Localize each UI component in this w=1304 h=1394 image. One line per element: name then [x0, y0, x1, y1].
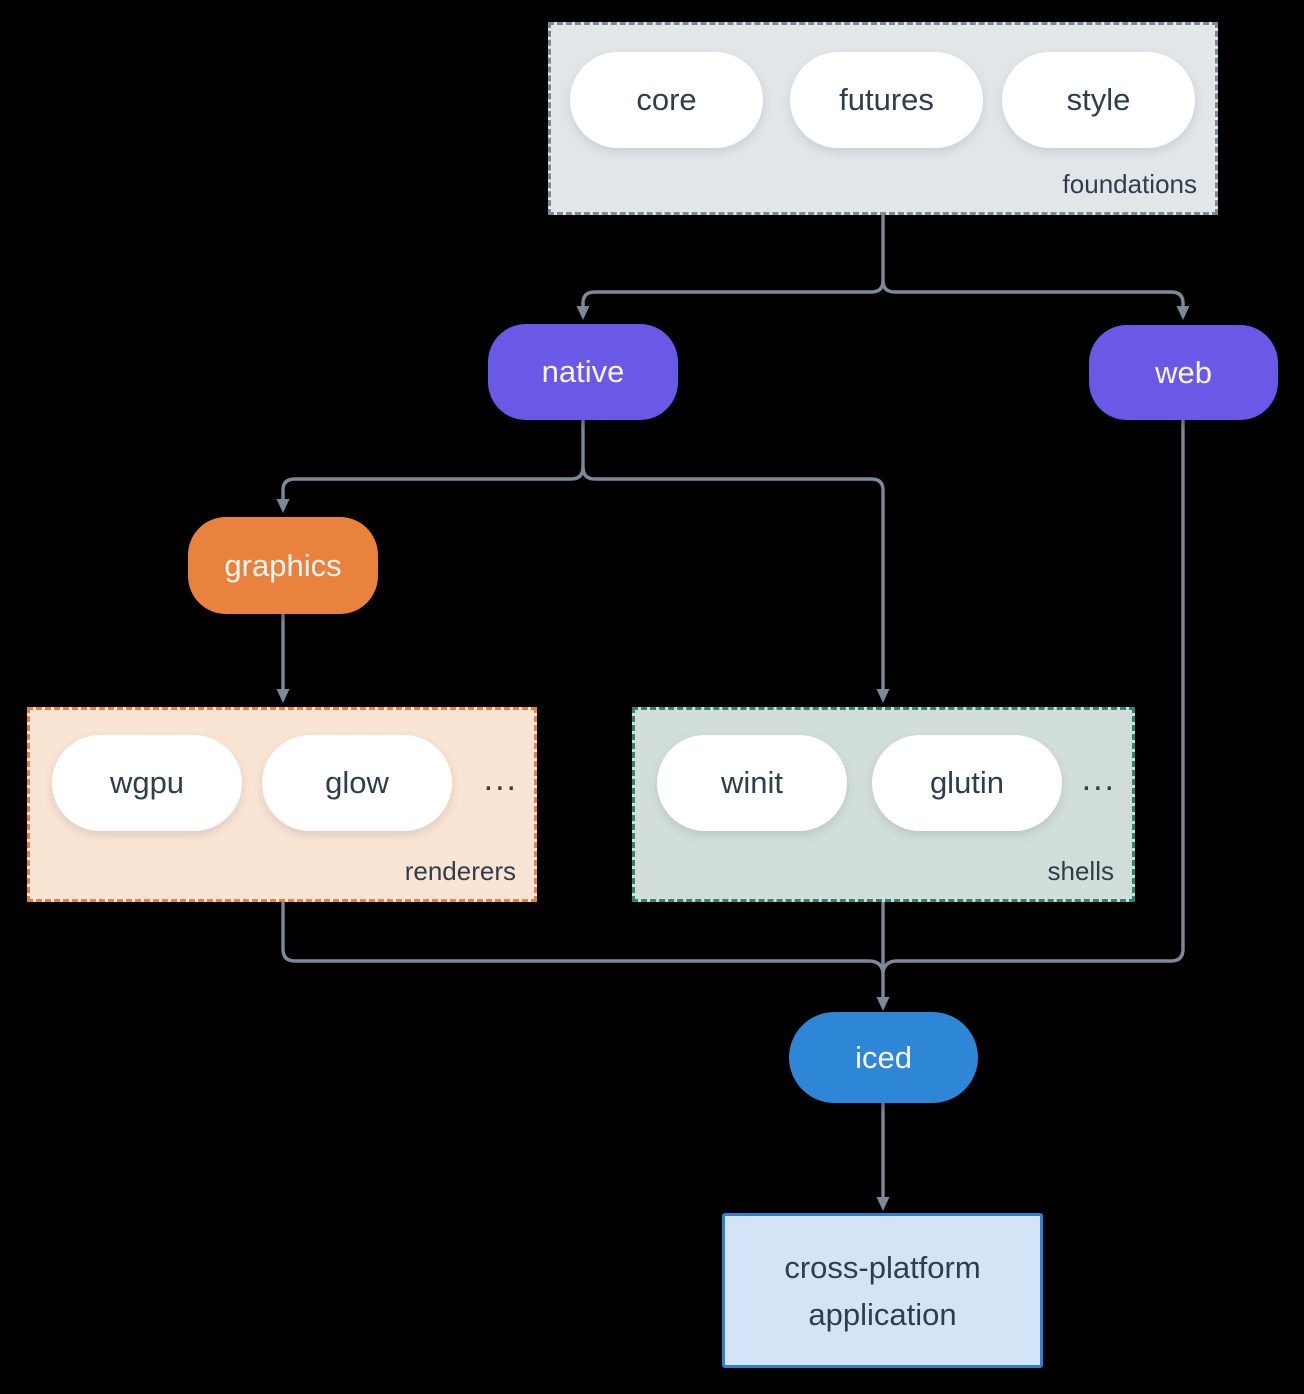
- node-wgpu: wgpu: [52, 735, 242, 831]
- node-application-label: cross-platform application: [784, 1249, 981, 1332]
- node-iced-label: iced: [855, 1039, 912, 1075]
- node-native: native: [488, 324, 678, 420]
- shells-ellipsis: ...: [1081, 760, 1116, 798]
- group-shells-label: shells: [1047, 856, 1114, 886]
- edge-native-to-graphics: [281, 466, 585, 499]
- edge-native-to-shells: [581, 466, 885, 689]
- group-renderers: wgpu glow ... renderers: [27, 707, 537, 902]
- node-futures: futures: [790, 52, 983, 148]
- node-glow-label: glow: [325, 765, 389, 800]
- node-native-label: native: [541, 354, 625, 389]
- edge-foundations-to-web: [881, 280, 1185, 307]
- node-glow: glow: [262, 735, 452, 831]
- node-winit-label: winit: [720, 765, 783, 800]
- node-style: style: [1002, 52, 1195, 148]
- node-cross-platform-application: cross-platform application: [722, 1213, 1043, 1368]
- edge-renderers-to-merge: [281, 902, 885, 973]
- arrowhead-graphics: [276, 499, 290, 513]
- node-style-label: style: [1066, 82, 1131, 117]
- node-winit: winit: [657, 735, 847, 831]
- node-core: core: [570, 52, 763, 148]
- node-glutin: glutin: [872, 735, 1062, 831]
- node-web: web: [1089, 325, 1278, 420]
- node-glutin-label: glutin: [929, 765, 1005, 800]
- edge-foundations-to-native: [581, 280, 885, 307]
- group-renderers-label: renderers: [404, 856, 516, 886]
- renderers-ellipsis: ...: [483, 760, 518, 798]
- node-wgpu-label: wgpu: [109, 765, 185, 800]
- arrowhead-renderers: [276, 689, 290, 703]
- node-web-label: web: [1155, 354, 1212, 390]
- arrowhead-web: [1176, 306, 1190, 320]
- arrowhead-iced: [876, 997, 890, 1011]
- node-graphics: graphics: [188, 517, 378, 614]
- node-iced: iced: [789, 1012, 978, 1103]
- node-futures-label: futures: [839, 82, 934, 117]
- node-core-label: core: [636, 82, 697, 117]
- group-shells: winit glutin ... shells: [632, 707, 1135, 902]
- arrowhead-shells: [876, 689, 890, 703]
- group-foundations: core futures style foundations: [548, 22, 1218, 215]
- arrowhead-native: [576, 306, 590, 320]
- arrowhead-application: [876, 1197, 890, 1211]
- node-graphics-label: graphics: [224, 547, 342, 583]
- group-foundations-label: foundations: [1062, 169, 1197, 199]
